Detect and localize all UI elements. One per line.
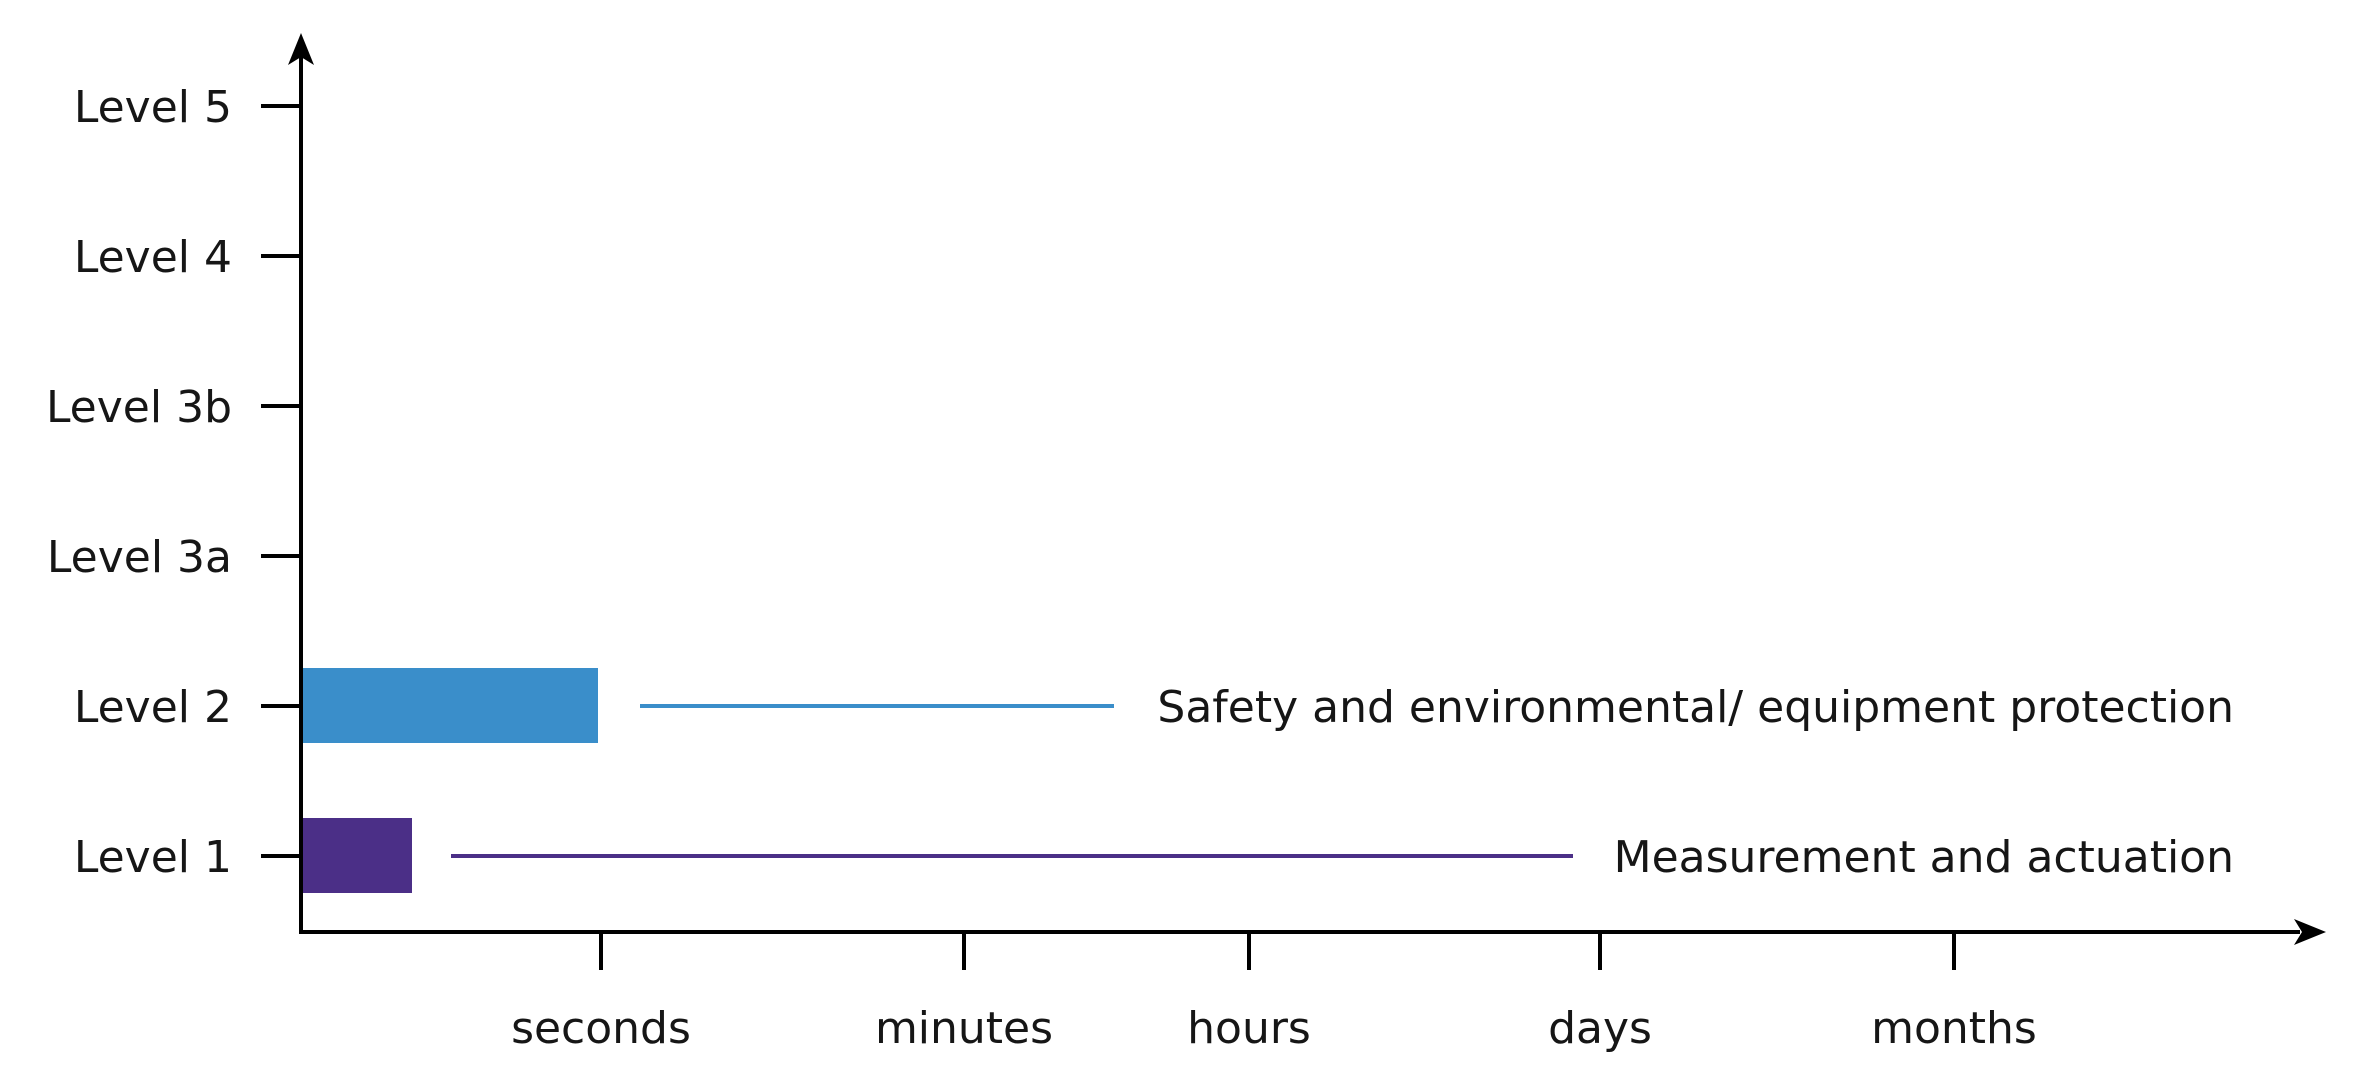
y-tick-label: Level 3b [46,382,232,433]
x-tick-label: minutes [875,1003,1053,1054]
bar-level-1 [303,818,412,893]
y-tick-label: Level 1 [74,832,232,883]
y-tick-label: Level 3a [47,532,232,583]
y-axis-arrow-icon [288,33,314,65]
x-tick-label: months [1871,1003,2037,1054]
annotation-label: Safety and environmental/ equipment prot… [1157,682,2234,733]
y-tick-label: Level 4 [74,232,232,283]
y-tick-label: Level 2 [74,682,232,733]
annotation-label: Measurement and actuation [1614,832,2234,883]
x-tick-label: seconds [511,1003,691,1054]
x-tick-label: days [1548,1003,1652,1054]
bar-level-2 [303,668,598,743]
y-tick-label: Level 5 [74,82,232,133]
x-axis-arrow-icon [2294,919,2326,945]
x-tick-label: hours [1187,1003,1311,1054]
